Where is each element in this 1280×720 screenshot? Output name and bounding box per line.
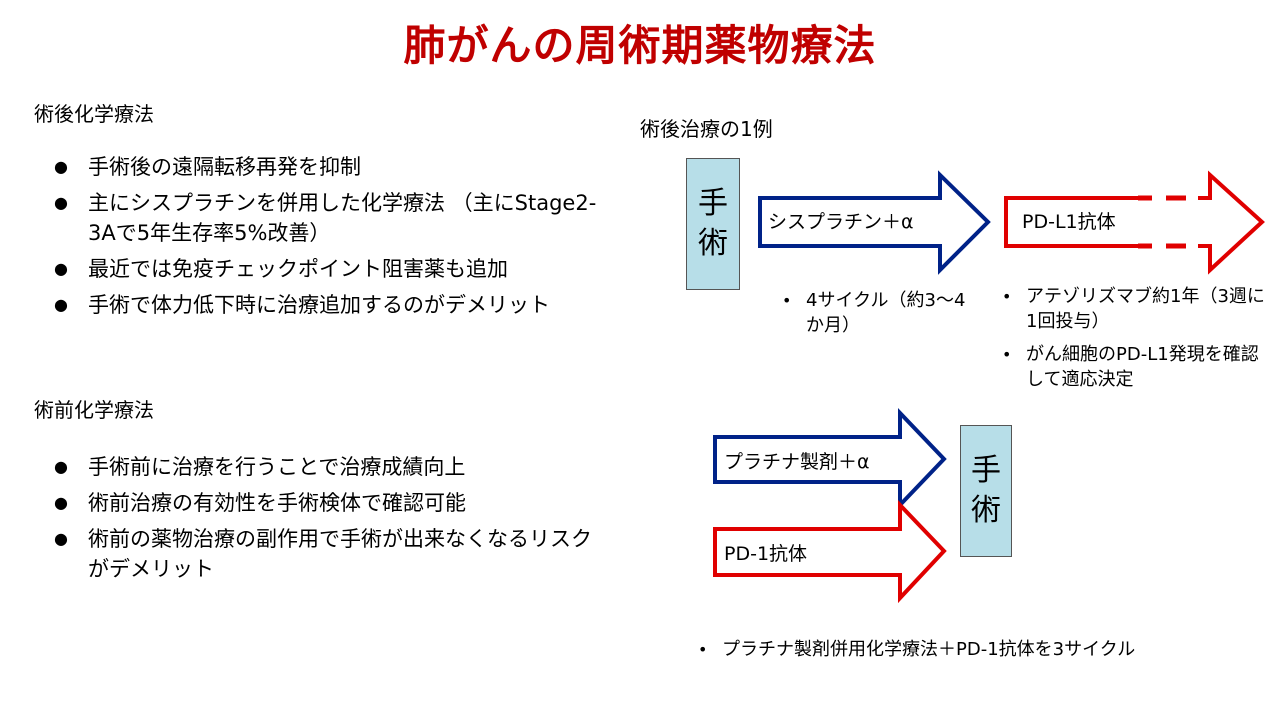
postop-diagram-caption: 術後治療の1例 xyxy=(640,117,773,141)
preop-note-list: プラチナ製剤併用化学療法＋PD-1抗体を3サイクル xyxy=(692,637,1272,670)
arrow-label-cisplatin: シスプラチン＋α xyxy=(768,211,914,233)
preop-bullet: 術前治療の有効性を手術検体で確認可能 xyxy=(54,488,594,518)
surgery-label-preop: 手術 xyxy=(971,453,1001,528)
postop-bullet: 手術後の遠隔転移再発を抑制 xyxy=(54,152,614,182)
preop-heading: 術前化学療法 xyxy=(34,398,154,422)
postop-bullet: 手術で体力低下時に治療追加するのがデメリット xyxy=(54,290,614,320)
red-arrow-preop xyxy=(713,500,947,604)
preop-note: プラチナ製剤併用化学療法＋PD-1抗体を3サイクル xyxy=(692,637,1272,662)
postop-note2: がん細胞のPD-L1発現を確認して適応決定 xyxy=(996,342,1266,392)
postop-bullet: 主にシスプラチンを併用した化学療法 （主にStage2-3Aで5年生存率5%改善… xyxy=(54,188,614,248)
arrow-label-platinum: プラチナ製剤＋α xyxy=(724,451,870,473)
page-title: 肺がんの周術期薬物療法 xyxy=(403,21,877,70)
preop-bullet-list: 手術前に治療を行うことで治療成績向上 術前治療の有効性を手術検体で確認可能 術前… xyxy=(54,452,594,590)
preop-bullet: 手術前に治療を行うことで治療成績向上 xyxy=(54,452,594,482)
postop-note2: アテゾリズマブ約1年（3週に1回投与） xyxy=(996,284,1266,334)
postop-note1-list: 4サイクル（約3〜4か月） xyxy=(776,288,976,346)
postop-note2-list: アテゾリズマブ約1年（3週に1回投与） がん細胞のPD-L1発現を確認して適応決… xyxy=(996,284,1266,400)
arrow-label-pd1: PD-1抗体 xyxy=(724,543,808,565)
surgery-box-preop: 手術 xyxy=(960,425,1012,557)
postop-note1: 4サイクル（約3〜4か月） xyxy=(776,288,976,338)
surgery-label: 手術 xyxy=(698,186,728,261)
blue-arrow-postop xyxy=(758,170,991,275)
postop-heading: 術後化学療法 xyxy=(34,102,154,126)
preop-bullet: 術前の薬物治療の副作用で手術が出来なくなるリスクがデメリット xyxy=(54,524,594,584)
arrow-label-pdl1: PD-L1抗体 xyxy=(1022,211,1116,233)
surgery-box: 手術 xyxy=(686,158,740,290)
postop-bullet: 最近では免疫チェックポイント阻害薬も追加 xyxy=(54,254,614,284)
blue-arrow-preop xyxy=(713,408,947,510)
postop-bullet-list: 手術後の遠隔転移再発を抑制 主にシスプラチンを併用した化学療法 （主にStage… xyxy=(54,152,614,326)
